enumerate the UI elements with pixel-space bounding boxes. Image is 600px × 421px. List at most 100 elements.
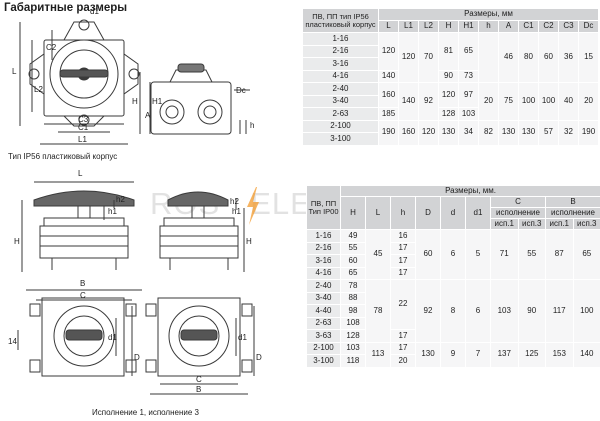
t2-row-label: 4-40 (306, 304, 341, 318)
t1-cell: 130 (438, 119, 459, 146)
t2-cell: 60 (415, 229, 441, 280)
label-H: H (132, 97, 138, 106)
label-C-br: C (196, 375, 202, 384)
label-h2-right: h2 (230, 197, 239, 206)
t1-row-label: 3-100 (302, 132, 379, 146)
side-view-drawing (139, 63, 250, 135)
t1-cell: 128 (438, 107, 459, 121)
t2-sub: исп.1 (490, 218, 519, 230)
t1-cell: 120 (418, 119, 439, 146)
t2-sub: исп.1 (545, 218, 574, 230)
t1-cell: 65 (458, 32, 479, 71)
t2-cell: 6 (440, 229, 466, 280)
label-h1-right: h1 (232, 207, 241, 216)
t2-cell: 17 (390, 241, 416, 255)
t2-cell: 118 (340, 354, 366, 368)
label-h2: h2 (116, 195, 125, 204)
t2-cell: 92 (415, 279, 441, 343)
label-L2: L2 (34, 85, 43, 94)
t2-cell: 22 (390, 279, 416, 330)
t2-col-B: B (544, 196, 600, 208)
t1-col-C3: C3 (558, 20, 579, 33)
label-C2: C2 (46, 43, 57, 52)
t2-col-H: H (340, 196, 366, 230)
table1-corner: ПВ, ПП тип IP56 пластиковый корпус (302, 8, 379, 33)
t1-cell: 100 (518, 82, 539, 121)
label-d1-bl: d1 (108, 333, 117, 342)
t1-col-L2: L2 (418, 20, 439, 33)
t2-cell: 98 (340, 304, 366, 318)
t2-row-label: 2-16 (306, 241, 341, 255)
t1-cell: 120 (398, 32, 419, 83)
t1-cell: 100 (538, 82, 559, 121)
t1-col-L1: L1 (398, 20, 419, 33)
t1-row-label: 2-63 (302, 107, 379, 121)
caption-top: Тип IP56 пластиковый корпус (8, 152, 118, 161)
t1-cell: 34 (458, 119, 479, 146)
t1-col-C1: C1 (518, 20, 539, 33)
t1-col-H1: H1 (458, 20, 479, 33)
dimensions-table-ip00: ПВ, ПП Тип IP00 Размеры, мм. H L h D d d… (306, 185, 600, 368)
t1-cell: 46 (498, 32, 519, 83)
t1-cell: 75 (498, 82, 519, 121)
t1-cell: 32 (558, 119, 579, 146)
t2-cell: 60 (340, 254, 366, 268)
t2-cell: 16 (390, 229, 416, 243)
label-B: B (80, 279, 85, 288)
t2-cell: 8 (440, 279, 466, 343)
label-d1-br: d1 (238, 333, 247, 342)
label-C1: C1 (78, 123, 89, 132)
label-D-bl: D (134, 353, 140, 362)
t1-cell: 57 (538, 119, 559, 146)
t2-cell: 65 (572, 229, 600, 280)
t2-cell: 17 (390, 266, 416, 280)
t2-cell: 49 (340, 229, 366, 243)
t2-row-label: 4-16 (306, 266, 341, 280)
t1-cell: 90 (438, 69, 459, 83)
t2-col-L: L (365, 196, 391, 230)
front-view-drawing (19, 19, 140, 145)
t2-col-d: d (440, 196, 466, 230)
t1-cell (478, 32, 499, 83)
t1-row-label: 2-40 (302, 82, 379, 96)
t2-cell: 17 (390, 254, 416, 268)
t2-cell: 103 (490, 279, 519, 343)
t1-row-label: 2-100 (302, 119, 379, 133)
t1-cell: 60 (538, 32, 559, 83)
t1-cell: 130 (518, 119, 539, 146)
t2-cell: 100 (572, 279, 600, 343)
t2-row-label: 3-63 (306, 329, 341, 343)
t1-cell: 160 (398, 119, 419, 146)
t1-cell: 20 (478, 82, 499, 121)
t1-cell: 97 (458, 82, 479, 108)
t2-cell: 6 (465, 279, 491, 343)
t2-isp-C: исполнение (490, 207, 546, 219)
top-view-drawing-left (17, 289, 142, 377)
t1-col-C2: C2 (538, 20, 559, 33)
t2-row-label: 2-100 (306, 341, 341, 355)
profile-drawing-right (159, 191, 245, 272)
label-C: C (80, 291, 86, 300)
t2-cell: 108 (340, 316, 366, 330)
t2-cell: 55 (517, 229, 546, 280)
lightning-icon (247, 187, 259, 225)
t1-cell: 81 (438, 32, 459, 71)
t2-row-label: 3-40 (306, 291, 341, 305)
t2-col-h: h (390, 196, 416, 230)
label-L: L (12, 67, 17, 76)
t2-isp-B: исполнение (544, 207, 600, 219)
t1-row-label: 3-16 (302, 57, 379, 71)
t2-cell: 90 (517, 279, 546, 343)
t2-cell: 5 (465, 229, 491, 280)
t2-cell: 9 (440, 341, 466, 368)
table2-group-header: Размеры, мм. (339, 185, 600, 197)
t1-cell: 140 (398, 82, 419, 121)
t2-row-label: 3-100 (306, 354, 341, 368)
t1-col-Dc: Dc (577, 20, 600, 33)
t2-cell: 78 (365, 279, 391, 343)
t1-cell: 120 (378, 32, 399, 71)
t2-cell: 65 (340, 266, 366, 280)
t2-cell: 71 (490, 229, 519, 280)
label-D-br: D (256, 353, 262, 362)
